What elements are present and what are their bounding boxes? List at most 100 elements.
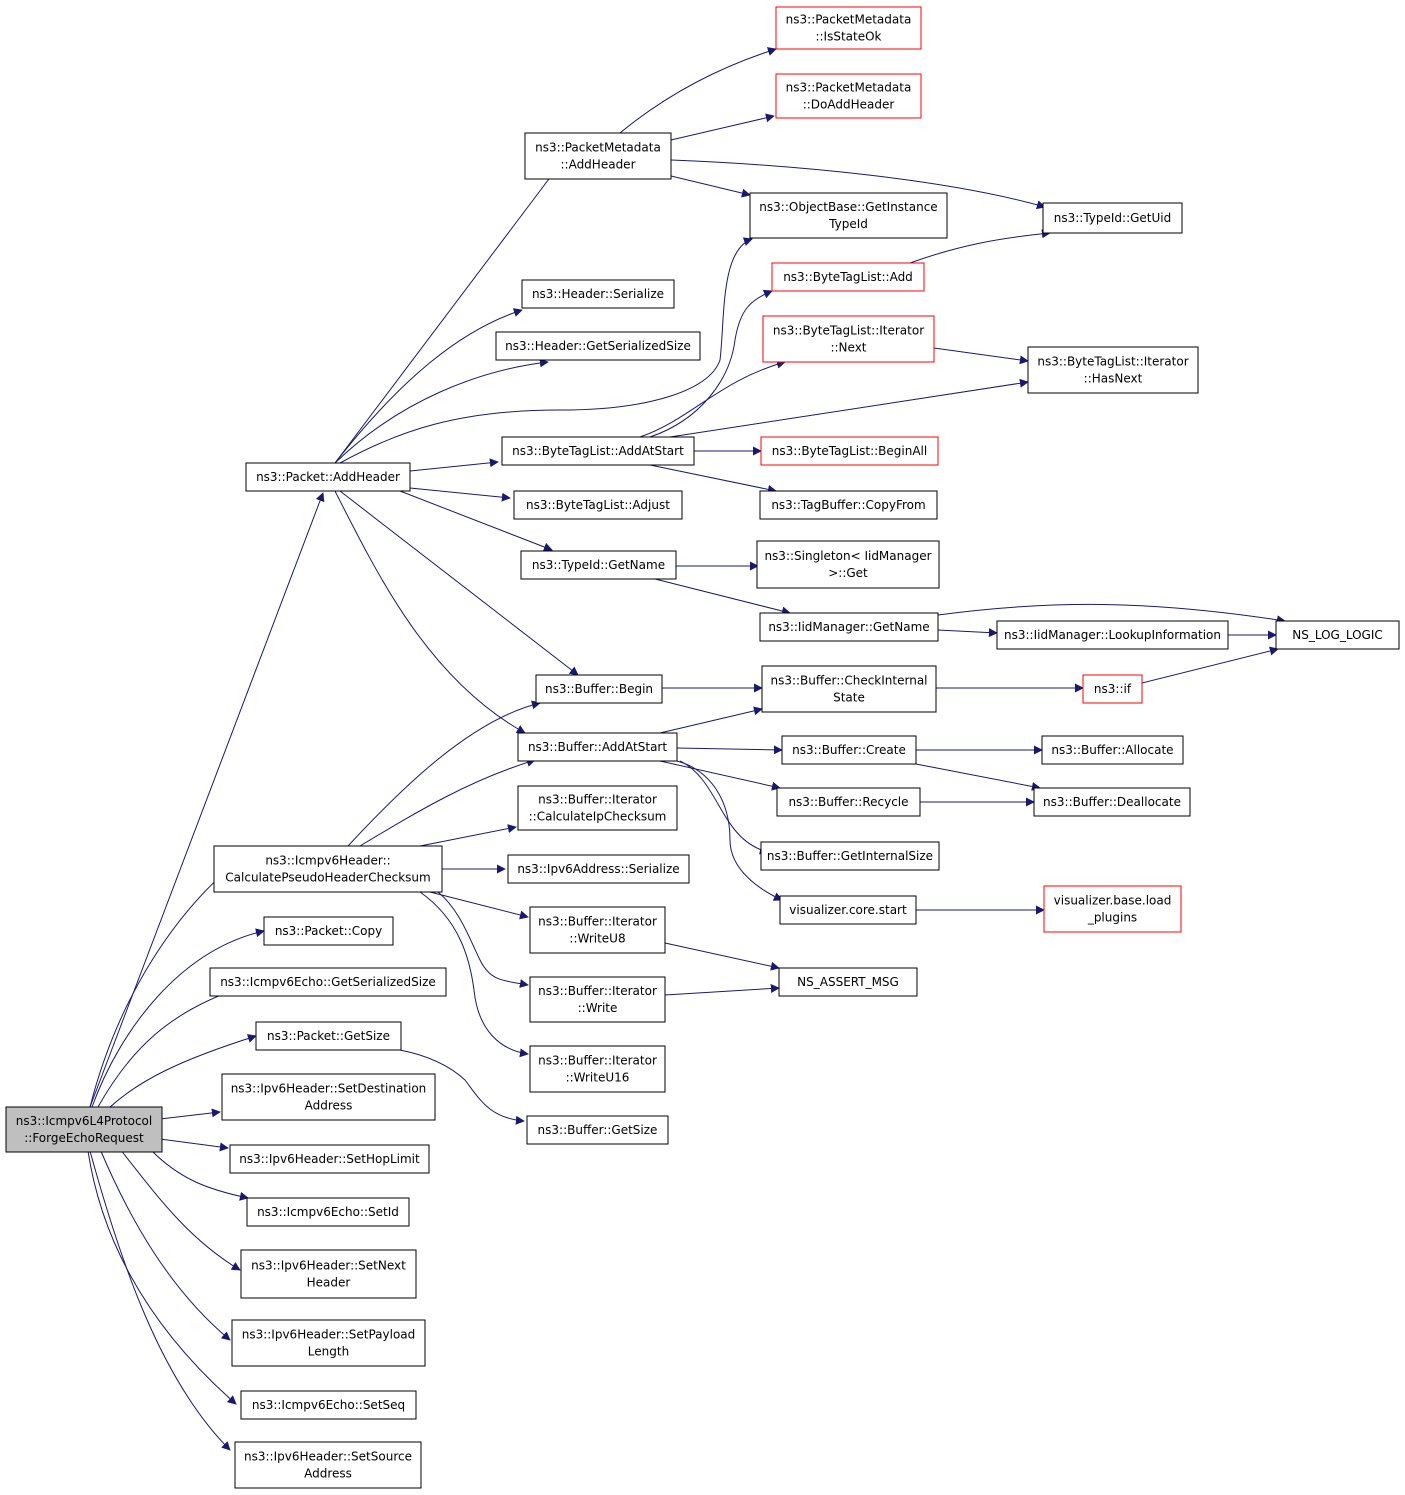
node-label: ns3::Ipv6Header::SetSource	[244, 1450, 412, 1464]
node-box	[5, 1106, 163, 1153]
node-pkt-getsize[interactable]: ns3::Packet::GetSize	[255, 1021, 402, 1051]
call-edge-26	[437, 891, 529, 989]
call-edge-58	[664, 984, 780, 996]
node-ipv6addr-serialize[interactable]: ns3::Ipv6Address::Serialize	[507, 854, 690, 884]
node-pkt-addheader[interactable]: ns3::Packet::AddHeader	[245, 462, 411, 492]
call-edge-51	[915, 763, 1041, 791]
node-singleton-get[interactable]: ns3::Singleton< IidManager>::Get	[756, 540, 940, 589]
node-label: ns3::Buffer::Allocate	[1051, 743, 1173, 757]
node-label: ::ForgeEchoRequest	[24, 1131, 144, 1145]
node-label: ns3::PacketMetadata	[786, 81, 912, 95]
call-edge-18	[399, 490, 553, 552]
node-buf-recycle[interactable]: ns3::Buffer::Recycle	[776, 787, 921, 817]
node-bufiter-write[interactable]: ns3::Buffer::Iterator::Write	[529, 976, 666, 1023]
call-edge-33	[909, 229, 1051, 264]
node-label: ns3::Buffer::Iterator	[538, 915, 657, 929]
node-btl-iter-hasnext[interactable]: ns3::ByteTagList::Iterator::HasNext	[1027, 346, 1199, 394]
call-edge-48	[659, 706, 763, 734]
call-edge-22	[359, 758, 536, 847]
node-label: ns3::PacketMetadata	[786, 13, 912, 27]
node-bufiter-writeu16[interactable]: ns3::Buffer::Iterator::WriteU16	[529, 1045, 666, 1093]
node-root[interactable]: ns3::Icmpv6L4Protocol::ForgeEchoRequest	[5, 1106, 163, 1153]
node-bufiter-writeu8[interactable]: ns3::Buffer::Iterator::WriteU8	[529, 906, 666, 954]
call-edge-45	[1141, 646, 1279, 684]
node-pkt-copy[interactable]: ns3::Packet::Copy	[263, 916, 394, 946]
node-ns3-if[interactable]: ns3::if	[1082, 674, 1143, 704]
node-btl-iter-next[interactable]: ns3::ByteTagList::Iterator::Next	[762, 315, 935, 363]
node-hdr-serialize[interactable]: ns3::Header::Serialize	[521, 279, 675, 309]
node-ns-assert-msg[interactable]: NS_ASSERT_MSG	[778, 967, 918, 997]
node-icmpv6echo-setseq[interactable]: ns3::Icmpv6Echo::SetSeq	[240, 1390, 417, 1420]
node-label: ns3::ObjectBase::GetInstance	[759, 200, 937, 214]
call-edge-21	[347, 700, 541, 847]
node-box	[521, 279, 675, 309]
node-typeid-getuid[interactable]: ns3::TypeId::GetUid	[1042, 202, 1183, 234]
node-box	[520, 550, 677, 580]
node-box	[1033, 787, 1191, 817]
node-buf-getinternalsize[interactable]: ns3::Buffer::GetInternalSize	[760, 841, 940, 871]
node-box	[1275, 620, 1400, 650]
call-edge-55	[676, 760, 783, 901]
node-tagbuf-copyfrom[interactable]: ns3::TagBuffer::CopyFrom	[759, 490, 938, 520]
node-box	[759, 612, 939, 642]
node-icmpv6echo-getsersize[interactable]: ns3::Icmpv6Echo::GetSerializedSize	[209, 967, 447, 997]
call-edge-30	[670, 113, 775, 141]
node-label: TypeId	[828, 217, 868, 231]
node-vis-base-load[interactable]: visualizer.base.load_plugins	[1043, 885, 1182, 933]
call-edge-12	[334, 150, 571, 464]
node-box	[507, 854, 690, 884]
call-edge-7	[109, 1034, 257, 1108]
node-ns-log-logic[interactable]: NS_LOG_LOGIC	[1275, 620, 1400, 650]
node-ipv6hdr-sethoplimit[interactable]: ns3::Ipv6Header::SetHopLimit	[229, 1144, 430, 1174]
node-btl-addatstart[interactable]: ns3::ByteTagList::AddAtStart	[501, 436, 695, 466]
edges	[87, 47, 1286, 1451]
node-pmd-isstateok[interactable]: ns3::PacketMetadata::IsStateOk	[775, 6, 922, 50]
node-label: ns3::Buffer::Iterator	[538, 793, 657, 807]
node-label: State	[833, 691, 865, 705]
call-edge-10	[89, 865, 233, 1108]
node-box	[771, 262, 925, 292]
node-label: ns3::ByteTagList::Adjust	[526, 498, 670, 512]
node-iidmgr-getname[interactable]: ns3::IidManager::GetName	[759, 612, 939, 642]
node-buf-allocate[interactable]: ns3::Buffer::Allocate	[1041, 735, 1184, 765]
node-box	[529, 976, 666, 1023]
node-icmpv6echo-setid[interactable]: ns3::Icmpv6Echo::SetId	[246, 1197, 410, 1227]
node-label: >::Get	[828, 566, 868, 580]
node-label: ns3::Buffer::AddAtStart	[528, 740, 667, 754]
call-edge-34	[649, 289, 773, 438]
node-box	[1043, 885, 1182, 933]
node-buf-getsize[interactable]: ns3::Buffer::GetSize	[526, 1115, 669, 1145]
node-box	[245, 462, 411, 492]
node-label: ns3::IidManager::LookupInformation	[1004, 628, 1221, 642]
node-label: ns3::Packet::GetSize	[267, 1029, 390, 1043]
node-box	[778, 967, 918, 997]
node-buf-begin[interactable]: ns3::Buffer::Begin	[535, 674, 663, 704]
call-edge-54	[679, 760, 769, 855]
node-buf-addatstart[interactable]: ns3::Buffer::AddAtStart	[517, 732, 678, 762]
node-box	[529, 1045, 666, 1093]
node-buf-create[interactable]: ns3::Buffer::Create	[781, 735, 917, 765]
node-label: NS_LOG_LOGIC	[1292, 628, 1383, 642]
call-edge-15	[339, 237, 753, 464]
node-typeid-getname[interactable]: ns3::TypeId::GetName	[520, 550, 677, 580]
node-bufiter-calcip[interactable]: ns3::Buffer::Iterator::CalculateIpChecks…	[517, 785, 678, 831]
node-box	[760, 436, 939, 466]
node-pmd-addheader[interactable]: ns3::PacketMetadata::AddHeader	[524, 132, 672, 180]
node-icmpv6hdr-calcpseudo[interactable]: ns3::Icmpv6Header::CalculatePseudoHeader…	[213, 845, 443, 893]
node-iidmgr-lookup[interactable]: ns3::IidManager::LookupInformation	[996, 620, 1229, 650]
node-label: ns3::PacketMetadata	[535, 141, 661, 155]
node-box	[1027, 346, 1199, 394]
node-btl-adjust[interactable]: ns3::ByteTagList::Adjust	[513, 490, 683, 520]
node-vis-core-start[interactable]: visualizer.core.start	[779, 895, 917, 925]
node-hdr-getsersize[interactable]: ns3::Header::GetSerializedSize	[495, 331, 701, 361]
node-btl-beginall[interactable]: ns3::ByteTagList::BeginAll	[760, 436, 939, 466]
node-buf-deallocate[interactable]: ns3::Buffer::Deallocate	[1033, 787, 1191, 817]
node-btl-add[interactable]: ns3::ByteTagList::Add	[771, 262, 925, 292]
node-pmd-doaddheader[interactable]: ns3::PacketMetadata::DoAddHeader	[775, 73, 922, 119]
